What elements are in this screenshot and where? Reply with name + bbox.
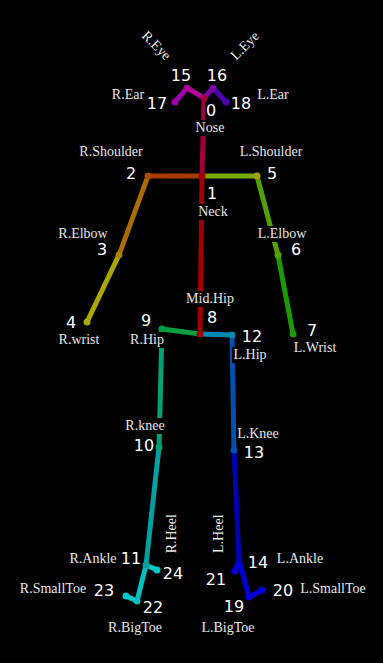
keypoint-name: R.BigToe — [107, 620, 163, 635]
joint-dot — [223, 99, 230, 106]
keypoint-number: 0 — [205, 102, 217, 120]
keypoint-number: 3 — [96, 241, 108, 259]
keypoint-number: 11 — [120, 550, 142, 568]
keypoint-number: 4 — [65, 314, 77, 332]
keypoint-number: 10 — [133, 437, 155, 455]
joint-dot — [290, 331, 297, 338]
joint-dot — [246, 594, 253, 601]
keypoint-number: 1 — [206, 185, 218, 203]
skeleton-limb — [87, 255, 119, 322]
keypoint-name: L.Elbow — [257, 226, 308, 241]
skeleton-limb — [278, 255, 293, 334]
keypoint-number: 22 — [142, 599, 164, 617]
joint-dot — [154, 567, 161, 574]
joint-dot — [201, 95, 208, 102]
keypoint-name: R.Shoulder — [78, 144, 143, 159]
skeleton-limb — [202, 174, 257, 179]
skeleton-limb — [257, 176, 278, 255]
keypoint-name: L.SmallToe — [299, 581, 367, 596]
keypoint-name: L.Shoulder — [239, 144, 304, 159]
keypoint-number: 17 — [146, 95, 168, 113]
keypoint-number: 20 — [272, 582, 294, 600]
keypoint-number: 7 — [306, 322, 318, 340]
keypoint-name: R.Elbow — [57, 226, 108, 241]
joint-dot — [229, 332, 236, 339]
joint-dot — [231, 447, 238, 454]
joint-dot — [259, 587, 266, 594]
keypoint-name: L.Wrist — [293, 340, 338, 355]
keypoint-number: 24 — [162, 565, 184, 583]
keypoint-name: L.Ear — [256, 87, 289, 102]
keypoint-name: L.Hip — [232, 347, 267, 362]
keypoint-name: R.Heel — [164, 513, 179, 554]
skeleton-limb — [146, 447, 159, 565]
joint-dot — [84, 319, 91, 326]
joint-dot — [172, 99, 179, 106]
keypoint-name: L.Ankle — [276, 551, 324, 566]
keypoint-number: 12 — [241, 328, 263, 346]
keypoint-name: R.SmallToe — [19, 581, 87, 596]
joint-dot — [275, 252, 282, 259]
joint-dot — [184, 85, 191, 92]
joint-dot — [197, 331, 204, 338]
skeleton-limb — [148, 174, 202, 179]
keypoint-name: L.BigToe — [200, 620, 255, 635]
keypoint-name: Neck — [197, 204, 229, 219]
keypoint-number: 13 — [243, 444, 265, 462]
keypoint-number: 5 — [266, 165, 278, 183]
keypoint-number: 14 — [247, 554, 269, 572]
skeleton-limb — [119, 176, 148, 255]
keypoint-name: R.Ankle — [68, 551, 117, 566]
joint-dot — [116, 252, 123, 259]
joint-dot — [210, 85, 217, 92]
keypoint-name: R.Ear — [111, 87, 145, 102]
skeleton-limb — [162, 329, 200, 334]
skeleton-limb — [200, 176, 202, 334]
keypoint-name: Nose — [195, 120, 226, 135]
keypoint-number: 8 — [206, 309, 218, 327]
keypoint-name: L.Eye — [227, 28, 263, 64]
joint-dot — [236, 557, 243, 564]
keypoint-number: 23 — [93, 582, 115, 600]
keypoint-name: R.Hip — [129, 332, 165, 347]
keypoint-number: 16 — [206, 67, 228, 85]
keypoint-number: 6 — [290, 241, 302, 259]
keypoint-name: L.Knee — [236, 426, 280, 441]
keypoint-number: 18 — [230, 95, 252, 113]
keypoint-name: Mid.Hip — [185, 291, 235, 306]
keypoint-number: 15 — [170, 67, 192, 85]
joint-dot — [156, 444, 163, 451]
joint-dot — [143, 562, 150, 569]
keypoint-name: R.knee — [124, 418, 165, 433]
joint-dot — [199, 173, 206, 180]
joint-dot — [232, 568, 239, 575]
skeleton-limb — [234, 450, 239, 560]
joint-dot — [134, 598, 141, 605]
skeleton-limb — [137, 565, 146, 601]
joint-dot — [254, 173, 261, 180]
skeleton-limb — [200, 334, 232, 335]
keypoint-number: 9 — [140, 312, 152, 330]
joint-dot — [123, 593, 130, 600]
keypoint-name: R.wrist — [58, 332, 101, 347]
skeleton-limb — [202, 98, 204, 176]
keypoint-name: R.Eye — [138, 28, 175, 65]
joint-dot — [145, 173, 152, 180]
keypoint-number: 21 — [205, 571, 227, 589]
keypoint-number: 19 — [223, 598, 245, 616]
keypoint-number: 2 — [125, 165, 137, 183]
keypoint-name: L.Heel — [210, 514, 225, 554]
